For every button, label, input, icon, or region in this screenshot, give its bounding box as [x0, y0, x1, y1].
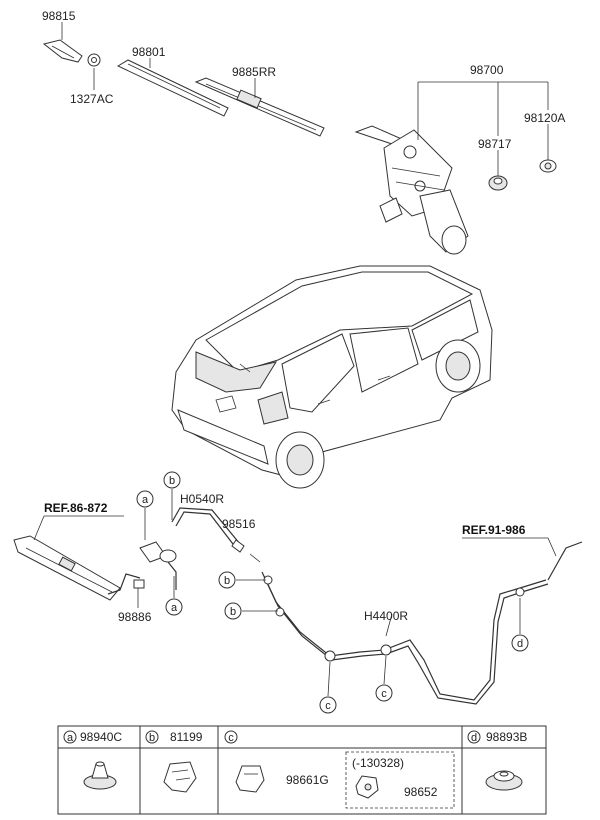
label-9885rr: 9885RR: [232, 65, 276, 79]
legend-header-b: b 81199: [145, 730, 203, 744]
clip-98652-illustration: [355, 775, 379, 799]
wiper-motor-part: [354, 125, 469, 255]
legend-header-c: c: [224, 730, 238, 744]
legend-c-note: (-130328): [352, 756, 404, 770]
legend-header-d: d 98893B: [467, 730, 527, 744]
callout-a-bottom: a: [165, 576, 183, 616]
svg-text:b: b: [230, 606, 236, 618]
grommet-part: [488, 175, 508, 191]
grommet-a-illustration: [83, 761, 117, 790]
legend-d-code: 98893B: [486, 730, 527, 744]
washer-nozzle-part: [139, 541, 177, 563]
label-h4400r: H4400R: [364, 609, 408, 623]
callout-b-mid-2: b: [224, 602, 278, 620]
legend-c-part2: 98652: [404, 785, 438, 799]
clip-b-illustration: [163, 761, 197, 793]
svg-text:b: b: [149, 732, 155, 744]
label-98801: 98801: [132, 45, 166, 59]
callout-c-left: c: [319, 661, 337, 714]
svg-text:a: a: [142, 494, 149, 506]
svg-text:c: c: [381, 688, 387, 700]
svg-text:a: a: [67, 732, 74, 744]
label-1327ac: 1327AC: [70, 92, 114, 106]
label-98886: 98886: [118, 610, 152, 624]
label-h0540r: H0540R: [180, 492, 224, 506]
legend-c-part1: 98661G: [286, 773, 329, 787]
svg-text:d: d: [517, 638, 523, 650]
clip-98661g-illustration: [235, 765, 265, 793]
legend-a-code: 98940C: [80, 730, 122, 744]
wiper-blade-part: [194, 77, 325, 137]
vehicle-illustration: [171, 265, 493, 489]
ref-91-986-label: REF.91-986: [462, 523, 526, 537]
motor-cap-part: [539, 159, 557, 173]
grommet-d-illustration: [485, 770, 523, 791]
callout-d: d: [511, 598, 529, 652]
callout-b-top: b: [163, 471, 181, 520]
connector-98886-part: [133, 579, 145, 589]
svg-text:a: a: [171, 602, 178, 614]
wiper-arm-part: [116, 59, 229, 117]
joint-98516-part: [231, 539, 245, 553]
label-98815: 98815: [42, 9, 76, 23]
callout-b-mid-1: b: [218, 571, 266, 589]
nut-part: [87, 53, 101, 67]
svg-text:d: d: [471, 732, 477, 744]
ref-86-872-label: REF.86-872: [44, 501, 108, 515]
label-98516: 98516: [222, 517, 256, 531]
svg-text:c: c: [325, 700, 331, 712]
legend-b-code: 81199: [170, 730, 203, 744]
svg-text:b: b: [224, 575, 230, 587]
legend-header-a: a 98940C: [63, 730, 122, 744]
svg-text:c: c: [228, 732, 234, 744]
label-98700: 98700: [470, 63, 504, 77]
svg-text:b: b: [169, 475, 175, 487]
wiper-arm-cap-part: [42, 39, 83, 63]
callout-c-right: c: [375, 655, 393, 702]
label-98120a: 98120A: [524, 111, 565, 125]
rear-spoiler-ref-part: [13, 535, 121, 601]
legend-table: a 98940C b 81199 c d 98893B: [57, 725, 547, 815]
washer-hose-h4400r: [261, 571, 547, 701]
callout-a-top: a: [136, 490, 154, 540]
label-98717: 98717: [478, 137, 512, 151]
washer-hose-h0540r: [171, 507, 241, 545]
